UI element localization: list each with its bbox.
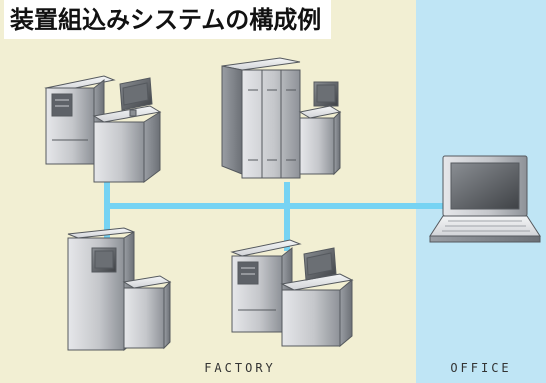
rack-cabinet-server-icon — [221, 57, 342, 179]
factory-zone-label: FACTORY — [204, 361, 276, 375]
industrial-machine-b-icon — [230, 239, 354, 348]
network-lines — [104, 182, 453, 251]
industrial-machine-a-icon — [44, 75, 162, 183]
laptop-icon — [429, 155, 541, 243]
tower-machine-icon — [67, 227, 172, 352]
page-title: 装置組込みシステムの構成例 — [4, 0, 332, 39]
factory-zone — [0, 0, 416, 383]
office-zone-label: OFFICE — [450, 361, 512, 375]
